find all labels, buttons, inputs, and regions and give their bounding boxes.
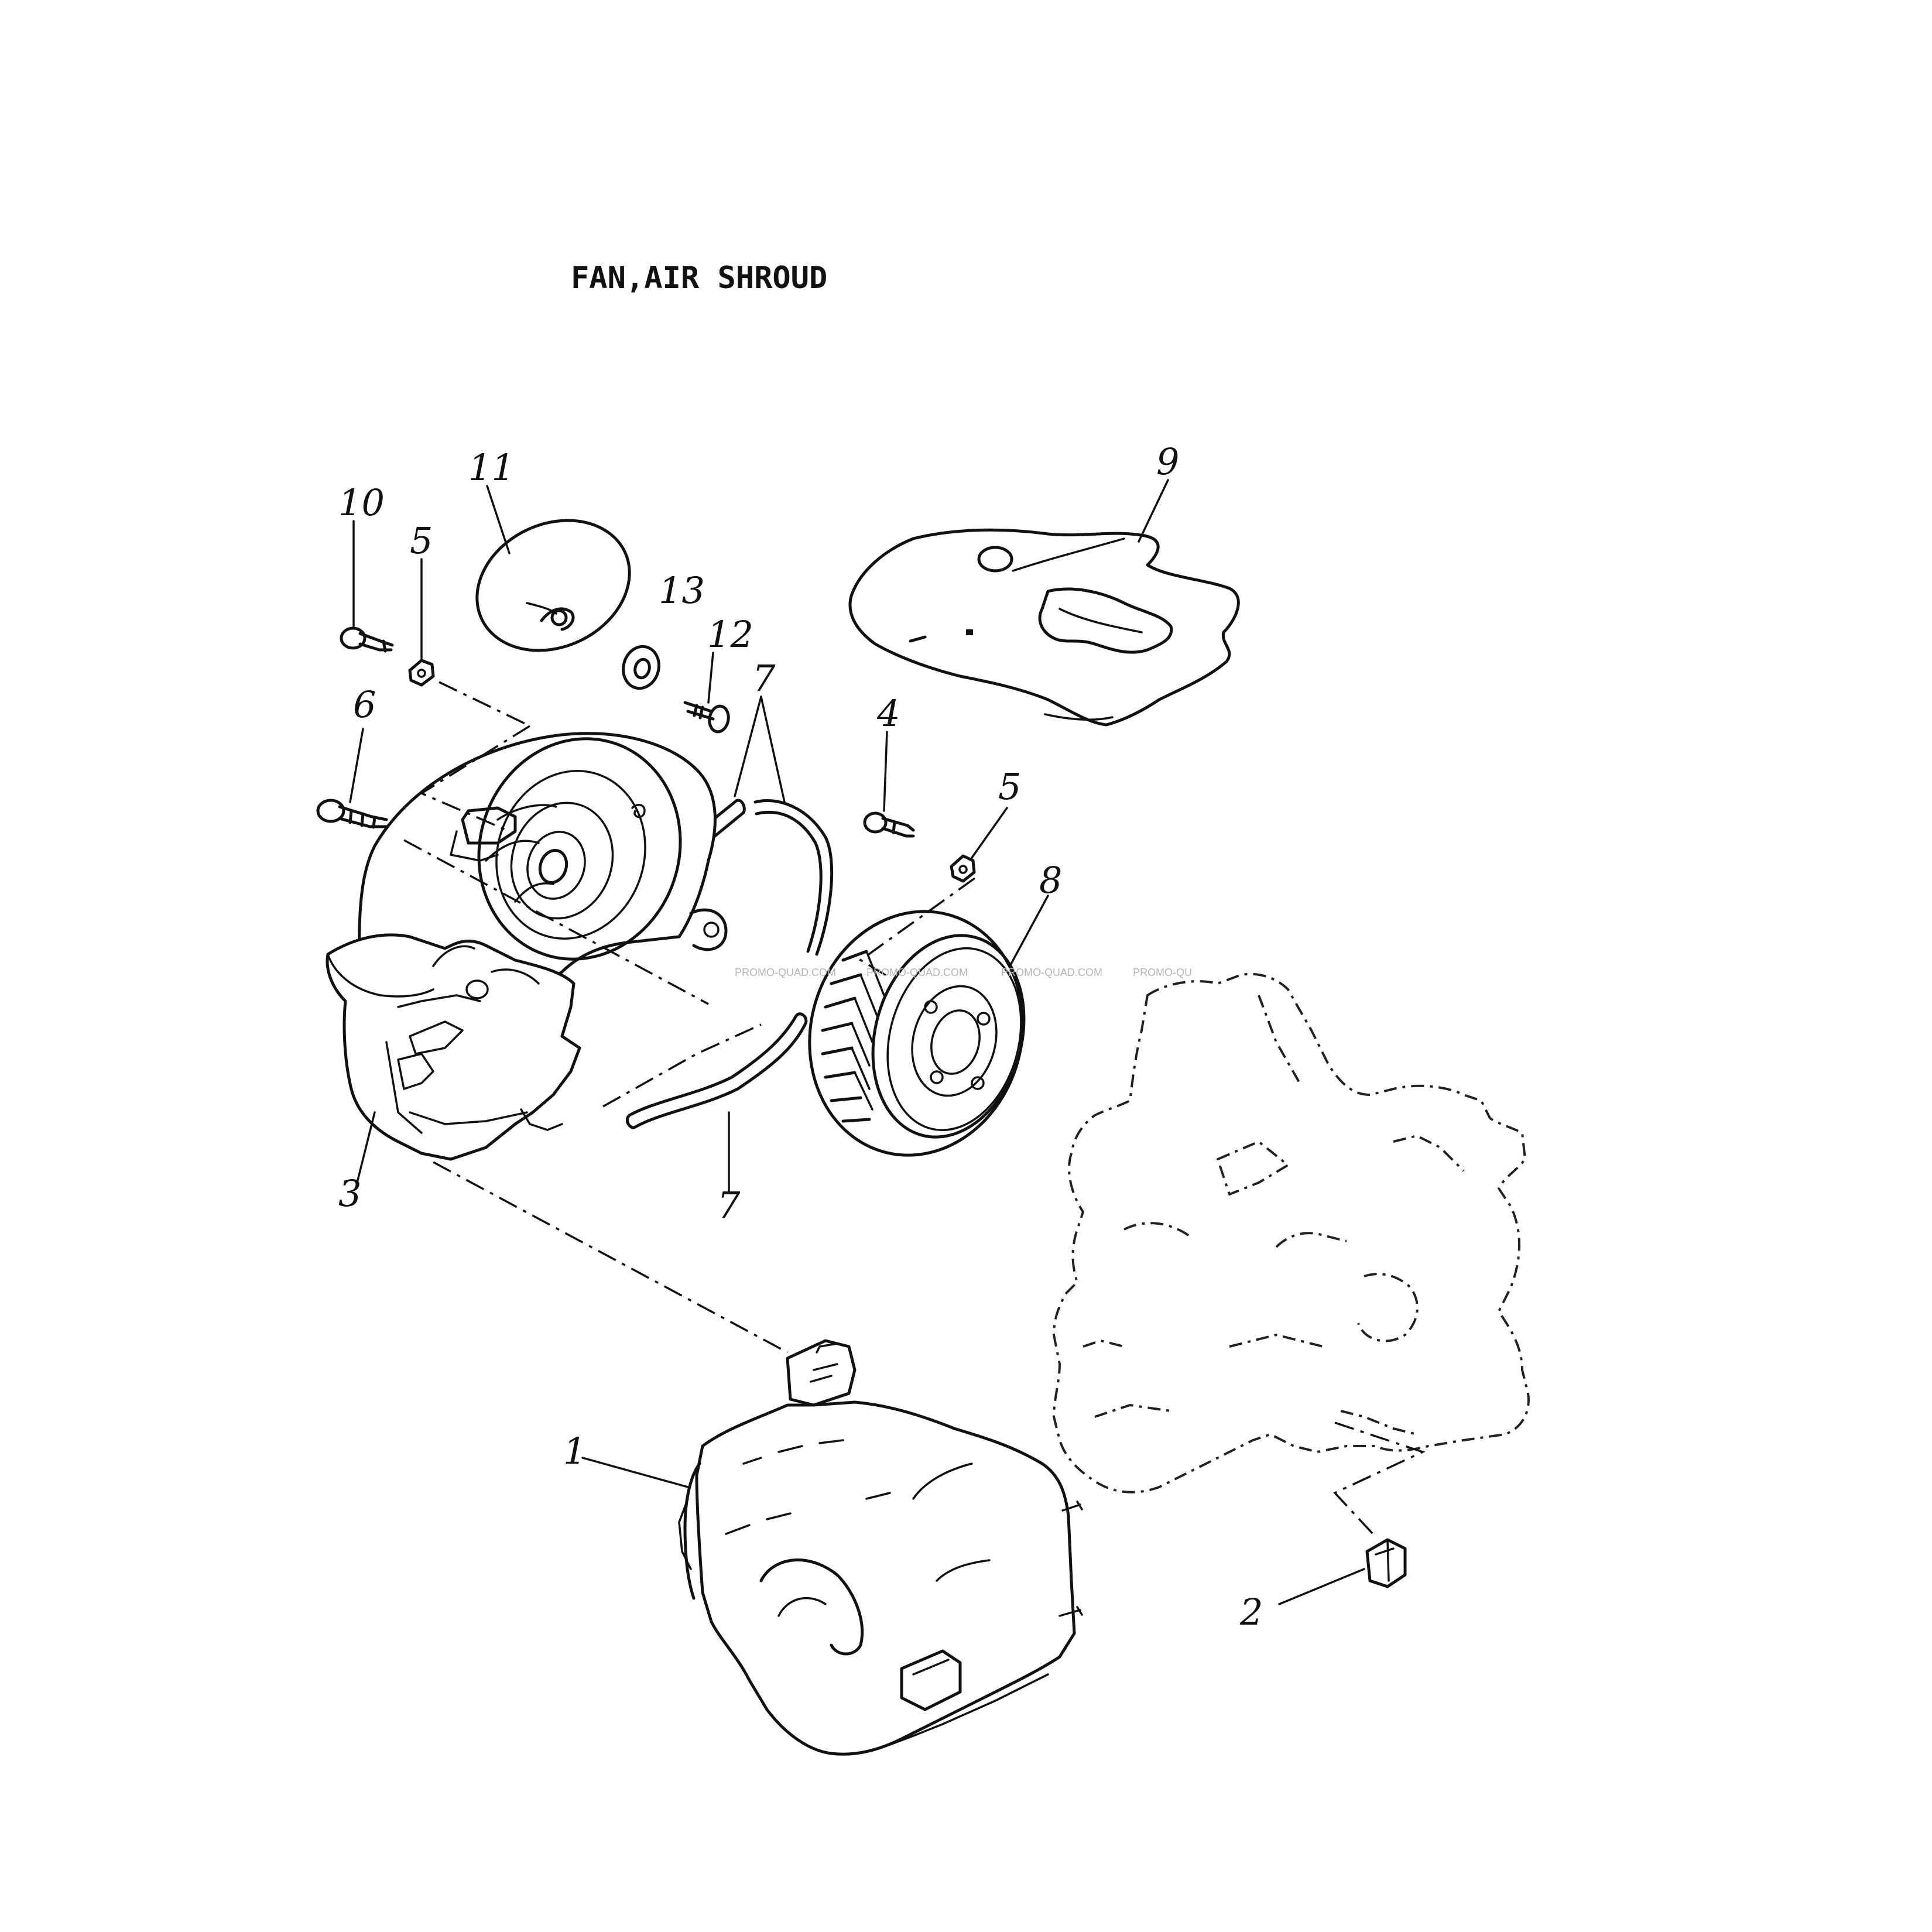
callout-5-right: 5 [998, 765, 1021, 808]
part-5-washer-right [950, 854, 976, 883]
callout-2: 2 [1239, 1591, 1263, 1633]
part-4-bolt [863, 811, 915, 838]
callout-1: 1 [563, 1430, 586, 1472]
callout-13: 13 [659, 569, 705, 612]
callout-6: 6 [353, 683, 376, 726]
callout-7-bottom: 7 [717, 1184, 741, 1227]
callout-4: 4 [876, 692, 900, 735]
callout-10: 10 [338, 481, 385, 524]
part-9-gasket-plate [848, 528, 1240, 727]
part-12-screw [683, 701, 730, 734]
callout-12: 12 [707, 613, 753, 656]
part-2-clip [1365, 1538, 1407, 1588]
part-10-bolt [340, 626, 394, 653]
part-8-fan-wheel [808, 910, 1026, 1157]
watermark-4: PROMO-QU [1133, 967, 1192, 978]
watermark-1: PROMO-QUAD.COM [735, 967, 836, 978]
part-5-washer-left [408, 659, 435, 687]
callout-9: 9 [1156, 440, 1179, 483]
part-3-fan-housing [326, 732, 728, 1161]
diagram-title: FAN,AIR SHROUD [571, 261, 827, 296]
callout-8: 8 [1039, 859, 1062, 902]
callout-11: 11 [468, 446, 515, 489]
callout-leaders [349, 479, 1365, 1605]
part-1-lower-shroud [678, 1339, 1083, 1756]
engine-phantom-outline [1053, 972, 1530, 1493]
callout-3: 3 [338, 1172, 361, 1215]
callout-7-top: 7 [752, 657, 776, 700]
alignment-dash-lines [403, 681, 1426, 1535]
callout-5-left: 5 [410, 519, 433, 562]
part-13-washer [622, 645, 660, 690]
part-6-screw [316, 799, 388, 829]
part-11-disc [475, 519, 631, 652]
watermark-3: PROMO-QUAD.COM [1001, 967, 1102, 978]
watermark-2: PROMO-QUAD.COM [866, 967, 968, 978]
